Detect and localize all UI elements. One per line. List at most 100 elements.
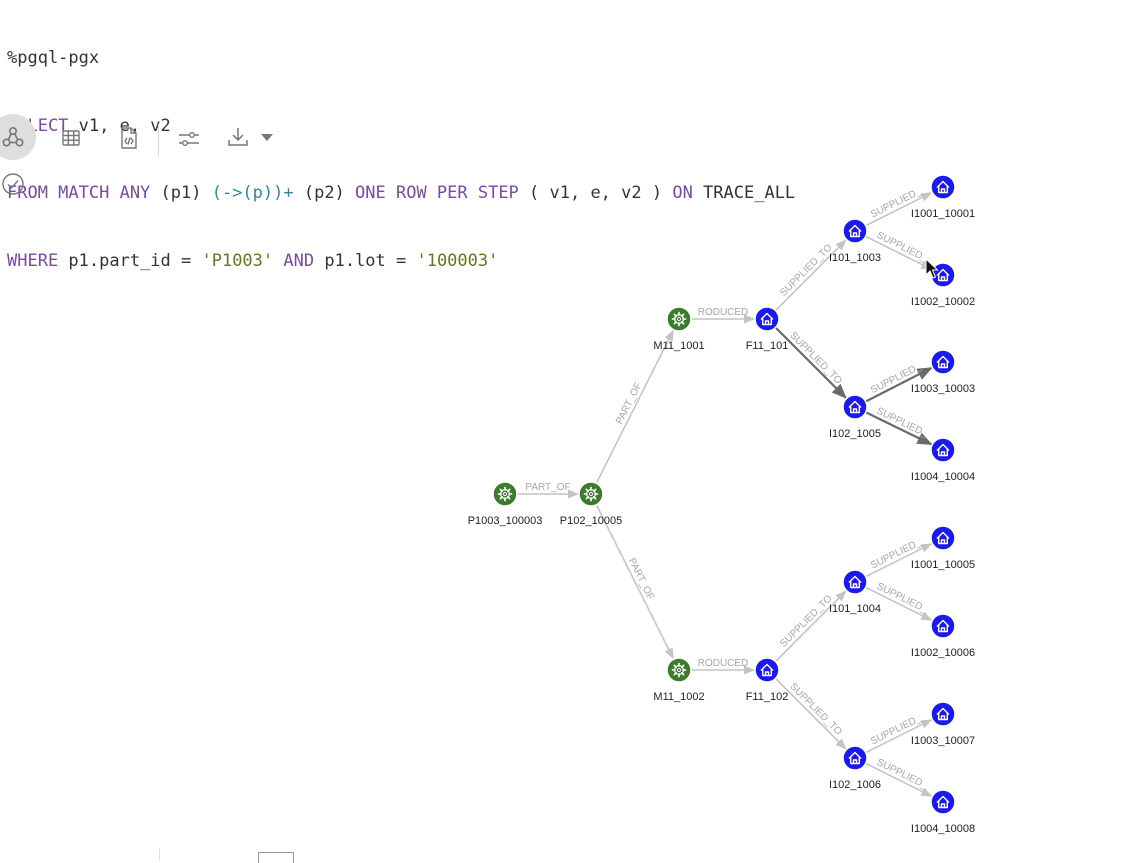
code-cell[interactable]: %pgql-pgx SELECT v1, e, v2 FROM MATCH AN… bbox=[7, 2, 795, 295]
house-icon bbox=[848, 575, 862, 589]
graph-node-f11_101[interactable]: F11_101 bbox=[746, 306, 789, 352]
graph-node-circle[interactable] bbox=[930, 174, 956, 200]
graph-node-label: P1003_100003 bbox=[468, 515, 543, 527]
graph-node-i102_1005[interactable]: I102_1005 bbox=[829, 394, 881, 440]
graph-node-label: I1004_10008 bbox=[911, 823, 975, 835]
graph-node-label: I1003_10003 bbox=[911, 383, 975, 395]
graph-node-label: I1003_10007 bbox=[911, 735, 975, 747]
graph-node-label: M11_1001 bbox=[653, 340, 704, 352]
graph-view-button[interactable] bbox=[0, 114, 36, 160]
graph-node-i102_1006[interactable]: I102_1006 bbox=[829, 745, 881, 791]
graph-node-i1002_10002[interactable]: I1002_10002 bbox=[911, 262, 975, 308]
download-dropdown-button[interactable] bbox=[258, 129, 276, 147]
graph-node-label: I1002_10006 bbox=[911, 647, 975, 659]
graph-node-i1003_10007[interactable]: I1003_10007 bbox=[911, 701, 975, 747]
graph-node-circle[interactable] bbox=[492, 481, 518, 507]
graph-edge-12[interactable] bbox=[774, 590, 847, 663]
graph-edge-label: SUPPLIED_ bbox=[875, 230, 930, 265]
table-view-icon bbox=[62, 130, 80, 146]
graph-node-circle[interactable] bbox=[842, 394, 868, 420]
graph-edge-11[interactable] bbox=[865, 411, 933, 446]
graph-node-i1001_10001[interactable]: I1001_10001 bbox=[911, 174, 975, 220]
code-token: v1, e, v2 bbox=[68, 115, 171, 136]
code-token: ON bbox=[672, 183, 693, 203]
code-token: ( v1, e, v2 ) bbox=[518, 183, 673, 203]
graph-node-i1001_10005[interactable]: I1001_10005 bbox=[911, 525, 975, 571]
table-view-button[interactable] bbox=[58, 125, 84, 151]
graph-node-m11_1001[interactable]: M11_1001 bbox=[653, 306, 705, 352]
settings-button[interactable] bbox=[175, 125, 203, 153]
house-icon bbox=[936, 443, 950, 457]
graph-node-m11_1002[interactable]: M11_1002 bbox=[653, 657, 705, 703]
graph-edge-14[interactable] bbox=[865, 543, 933, 578]
house-icon bbox=[936, 355, 950, 369]
graph-edge-16[interactable] bbox=[865, 719, 933, 754]
graph-node-circle[interactable] bbox=[754, 306, 780, 332]
graph-node-i1002_10006[interactable]: I1002_10006 bbox=[911, 613, 975, 659]
edges-layer bbox=[517, 192, 933, 797]
code-token: '100003' bbox=[416, 250, 499, 271]
graph-node-f11_102[interactable]: F11_102 bbox=[746, 657, 789, 703]
graph-node-label: F11_101 bbox=[746, 340, 789, 352]
graph-node-label: I1002_10002 bbox=[911, 296, 975, 308]
code-token: 'P1003' bbox=[201, 250, 274, 271]
house-icon bbox=[848, 400, 862, 414]
graph-node-circle[interactable] bbox=[930, 525, 956, 551]
code-view-button[interactable] bbox=[115, 124, 143, 152]
graph-edge-label: RODUCED bbox=[698, 307, 749, 318]
footer-box bbox=[258, 852, 294, 863]
graph-node-circle[interactable] bbox=[842, 569, 868, 595]
gear-icon bbox=[671, 662, 687, 678]
dropdown-caret-icon bbox=[261, 134, 273, 141]
graph-node-circle[interactable] bbox=[930, 789, 956, 815]
graph-edge-8[interactable] bbox=[865, 192, 933, 227]
graph-node-i1004_10008[interactable]: I1004_10008 bbox=[911, 789, 975, 835]
download-button[interactable] bbox=[224, 123, 252, 151]
graph-edge-6[interactable] bbox=[774, 239, 847, 312]
graph-edge-10[interactable] bbox=[865, 366, 933, 403]
graph-edge-17[interactable] bbox=[865, 762, 933, 797]
graph-node-i1004_10004[interactable]: I1004_10004 bbox=[911, 437, 975, 483]
status-check bbox=[0, 171, 26, 197]
code-token: TRACE_ALL bbox=[692, 183, 796, 203]
graph-node-label: I101_1003 bbox=[829, 252, 881, 264]
code-token: (p2) bbox=[293, 183, 356, 203]
settings-sliders-icon bbox=[179, 132, 199, 146]
graph-node-label: M11_1002 bbox=[653, 691, 704, 703]
house-icon bbox=[936, 795, 950, 809]
graph-node-circle[interactable] bbox=[578, 481, 604, 507]
house-icon bbox=[936, 268, 950, 282]
graph-edge-label: SUPPLIED_TO bbox=[778, 242, 835, 299]
graph-node-i1003_10003[interactable]: I1003_10003 bbox=[911, 349, 975, 395]
graph-edge-2[interactable] bbox=[595, 329, 674, 484]
graph-edge-label: SUPPLIED_TO bbox=[778, 593, 835, 650]
graph-edge-9[interactable] bbox=[865, 235, 933, 270]
graph-node-circle[interactable] bbox=[666, 657, 692, 683]
graph-edge-15[interactable] bbox=[865, 586, 933, 621]
graph-node-circle[interactable] bbox=[666, 306, 692, 332]
graph-node-circle[interactable] bbox=[754, 657, 780, 683]
graph-node-circle[interactable] bbox=[930, 613, 956, 639]
graph-edge-7[interactable] bbox=[774, 326, 847, 399]
graph-edge-label: SUPPLIED_ bbox=[875, 406, 930, 440]
graph-node-i101_1003[interactable]: I101_1003 bbox=[829, 218, 881, 264]
graph-view-icon bbox=[2, 126, 24, 147]
graph-node-i101_1004[interactable]: I101_1004 bbox=[829, 569, 881, 615]
graph-node-circle[interactable] bbox=[930, 437, 956, 463]
graph-node-circle[interactable] bbox=[842, 745, 868, 771]
graph-node-circle[interactable] bbox=[930, 349, 956, 375]
mouse-cursor bbox=[925, 257, 939, 279]
house-icon bbox=[936, 707, 950, 721]
graph-node-p1003_100003[interactable]: P1003_100003 bbox=[468, 481, 543, 527]
house-icon bbox=[936, 531, 950, 545]
graph-node-circle[interactable] bbox=[930, 701, 956, 727]
graph-node-circle[interactable] bbox=[842, 218, 868, 244]
graph-node-label: I1001_10001 bbox=[911, 208, 975, 220]
graph-node-p102_10005[interactable]: P102_10005 bbox=[560, 481, 622, 527]
graph-edge-13[interactable] bbox=[774, 677, 847, 750]
graph-edge-label: SUPPLIED_ bbox=[875, 581, 930, 616]
gear-icon bbox=[583, 486, 599, 502]
graph-edge-3[interactable] bbox=[595, 504, 674, 660]
